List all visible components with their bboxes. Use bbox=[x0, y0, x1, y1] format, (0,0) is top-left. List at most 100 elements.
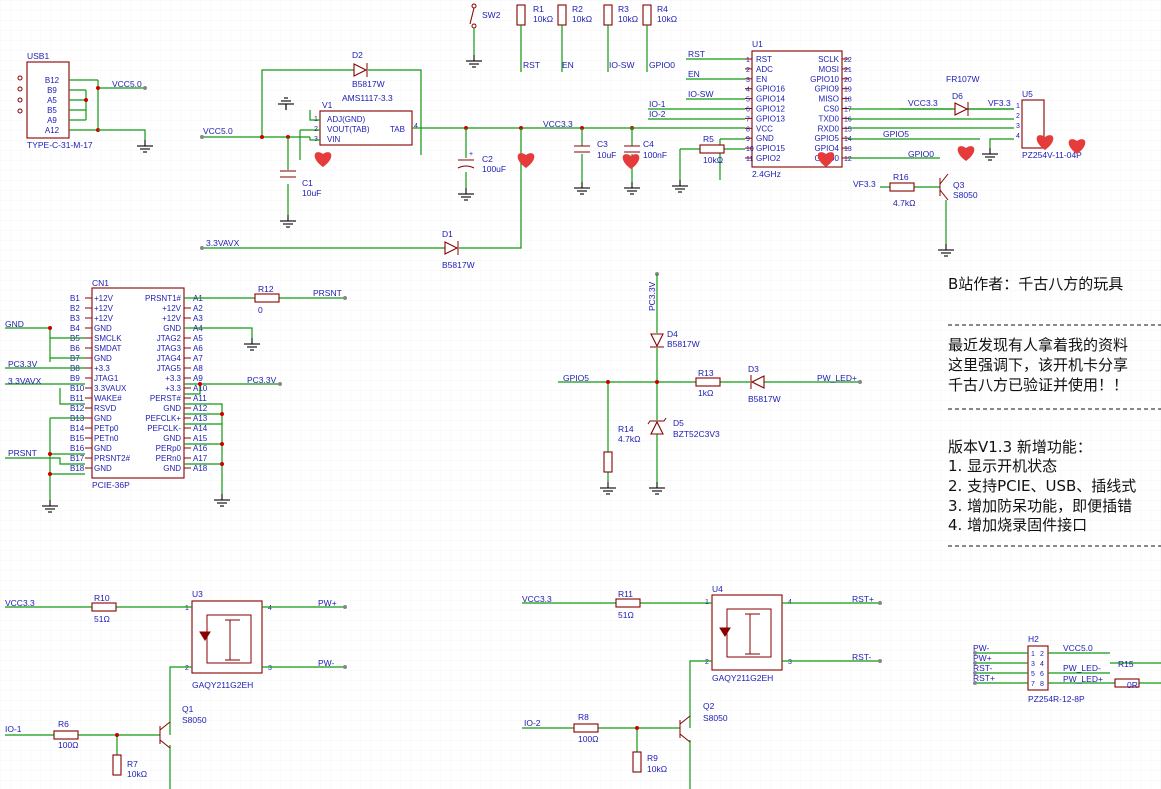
cn1-pin-label: +12V bbox=[162, 314, 182, 323]
svg-text:R7: R7 bbox=[127, 759, 138, 769]
net-pc33-d4: PC3.3V bbox=[647, 281, 657, 311]
cn1-pin-label: SMCLK bbox=[94, 334, 122, 343]
svg-text:U4: U4 bbox=[712, 584, 723, 594]
svg-text:C2: C2 bbox=[482, 154, 493, 164]
r5[interactable]: R5 10kΩ bbox=[699, 134, 725, 165]
u1-pin-label: VCC bbox=[756, 124, 773, 133]
cn1-pin-number: A17 bbox=[193, 454, 208, 463]
d4[interactable]: D4 B5817W bbox=[650, 329, 700, 349]
svg-text:10kΩ: 10kΩ bbox=[572, 14, 592, 24]
svg-text:+: + bbox=[469, 151, 473, 158]
net-rst-pullup: RST bbox=[523, 60, 540, 70]
svg-text:S8050: S8050 bbox=[182, 715, 207, 725]
svg-text:C1: C1 bbox=[302, 178, 313, 188]
u1-pin-number: 14 bbox=[844, 136, 852, 143]
cn1-pin-number: B18 bbox=[70, 464, 85, 473]
r13[interactable]: R13 1kΩ bbox=[695, 368, 721, 398]
r7[interactable]: R7 10kΩ bbox=[112, 754, 147, 779]
c1[interactable]: C1 10uF bbox=[280, 170, 321, 198]
d6[interactable]: D6 FR107W bbox=[946, 74, 980, 116]
heart-icon bbox=[817, 152, 835, 167]
svg-text:R16: R16 bbox=[893, 172, 909, 182]
cn1-pin-label: JTAG5 bbox=[157, 364, 182, 373]
net-iosw-u1: IO-SW bbox=[688, 89, 714, 99]
q1[interactable]: Q1 S8050 bbox=[159, 704, 207, 749]
cn1-pin-label: PRSNT2# bbox=[94, 454, 131, 463]
u1[interactable]: U1 2.4GHz RST1ADC2EN3GPIO164GPIO145GPIO1… bbox=[745, 39, 852, 179]
h2[interactable]: H2 PZ254R-12-8P 1 2 3 4 5 6 7 8 bbox=[1027, 634, 1085, 704]
svg-text:R6: R6 bbox=[58, 719, 69, 729]
q2[interactable]: Q2 S8050 bbox=[679, 701, 728, 743]
u4[interactable]: U4 GAQY211G2EH 12 43 bbox=[705, 584, 792, 683]
cn1-pin-number: A11 bbox=[193, 394, 207, 403]
svg-text:R10: R10 bbox=[94, 593, 110, 603]
net-prsnt-r12: PRSNT bbox=[313, 288, 342, 298]
r14[interactable]: R14 4.7kΩ bbox=[603, 424, 640, 473]
cn1-pin-label: GND bbox=[94, 324, 112, 333]
cn1-pin-label: PRSNT1# bbox=[145, 294, 182, 303]
cn1-pin-label: GND bbox=[94, 354, 112, 363]
r8[interactable]: R8 100Ω bbox=[573, 712, 599, 744]
cn1-pin-label: +3.3 bbox=[165, 384, 181, 393]
r11[interactable]: R11 51Ω bbox=[615, 589, 641, 620]
cn1-pin-label: GND bbox=[163, 324, 181, 333]
cn1-pin-label: PEFCLK- bbox=[147, 424, 181, 433]
d5[interactable]: D5 BZT52C3V3 bbox=[647, 417, 720, 439]
net-en-pullup: EN bbox=[562, 60, 574, 70]
cn1-pin-label: +12V bbox=[94, 314, 114, 323]
svg-text:V1: V1 bbox=[322, 100, 333, 110]
u1-pin-number: 18 bbox=[844, 97, 852, 104]
svg-text:D4: D4 bbox=[667, 329, 678, 339]
d2[interactable]: D2 B5817W bbox=[352, 50, 385, 89]
note-line3: 千古八方已验证并使用！！ bbox=[948, 376, 1128, 394]
u1-pin-number: 8 bbox=[746, 126, 750, 133]
u1-pin-label: GND bbox=[756, 134, 774, 143]
svg-text:SW2: SW2 bbox=[482, 10, 501, 20]
net-io1-q1: IO-1 bbox=[5, 724, 22, 734]
svg-text:1kΩ: 1kΩ bbox=[698, 388, 713, 398]
r10[interactable]: R10 51Ω bbox=[91, 593, 117, 624]
svg-text:B5817W: B5817W bbox=[748, 394, 781, 404]
svg-text:PZ254R-12-8P: PZ254R-12-8P bbox=[1028, 694, 1085, 704]
r6[interactable]: R6 100Ω bbox=[53, 719, 79, 750]
r9[interactable]: R9 10kΩ bbox=[632, 751, 667, 774]
svg-text:3: 3 bbox=[788, 659, 792, 666]
c2[interactable]: + C2 100uF bbox=[457, 151, 506, 174]
q3[interactable]: Q3 S8050 bbox=[939, 173, 978, 201]
svg-text:6: 6 bbox=[1040, 671, 1044, 678]
c4[interactable]: C4 100nF bbox=[624, 139, 667, 160]
svg-text:B5817W: B5817W bbox=[352, 79, 385, 89]
net-pwp-h2: PW+ bbox=[973, 653, 992, 663]
r15[interactable]: R15 0R bbox=[1114, 659, 1140, 690]
svg-text:R4: R4 bbox=[657, 4, 668, 14]
net-3v3aux-cn1: 3.3VAVX bbox=[8, 376, 42, 386]
net-pwm-u3: PW- bbox=[318, 658, 335, 668]
svg-text:VOUT(TAB): VOUT(TAB) bbox=[327, 125, 370, 134]
net-vcc33-u4: VCC3.3 bbox=[522, 594, 552, 604]
svg-text:2: 2 bbox=[185, 665, 189, 672]
sw2[interactable]: SW2 bbox=[469, 3, 501, 29]
cn1-pin-label: PERST# bbox=[150, 394, 182, 403]
net-vcc50-h2: VCC5.0 bbox=[1063, 643, 1093, 653]
c3[interactable]: C3 10uF bbox=[574, 139, 616, 160]
u1-pin-number: 19 bbox=[844, 87, 852, 94]
svg-text:0R: 0R bbox=[1127, 680, 1138, 690]
cn1-pin-number: B16 bbox=[70, 444, 85, 453]
usb1[interactable]: USB1 TYPE-C-31-M-17 B12 B9 A5 B5 A9 A12 bbox=[17, 51, 93, 150]
d3[interactable]: D3 B5817W bbox=[748, 364, 781, 404]
u1-pin-number: 5 bbox=[746, 97, 750, 104]
r16[interactable]: R16 4.7kΩ bbox=[889, 172, 915, 208]
cn1-pin-number: B6 bbox=[70, 344, 80, 353]
cn1-pin-number: A3 bbox=[193, 314, 203, 323]
cn1-pin-label: PERp0 bbox=[156, 444, 182, 453]
svg-text:10kΩ: 10kΩ bbox=[703, 155, 723, 165]
net-pwm-h2: PW- bbox=[973, 643, 990, 653]
svg-text:R13: R13 bbox=[698, 368, 714, 378]
cn1-pin-number: B4 bbox=[70, 324, 80, 333]
net-en-u1: EN bbox=[688, 69, 700, 79]
r12[interactable]: R12 0 bbox=[254, 284, 280, 315]
u3[interactable]: U3 GAQY211G2EH 12 43 bbox=[185, 589, 272, 690]
v1[interactable]: V1 AMS1117-3.3 ADJ(GND) VOUT(TAB) VIN TA… bbox=[314, 93, 418, 146]
d1[interactable]: D1 B5817W bbox=[442, 229, 475, 270]
